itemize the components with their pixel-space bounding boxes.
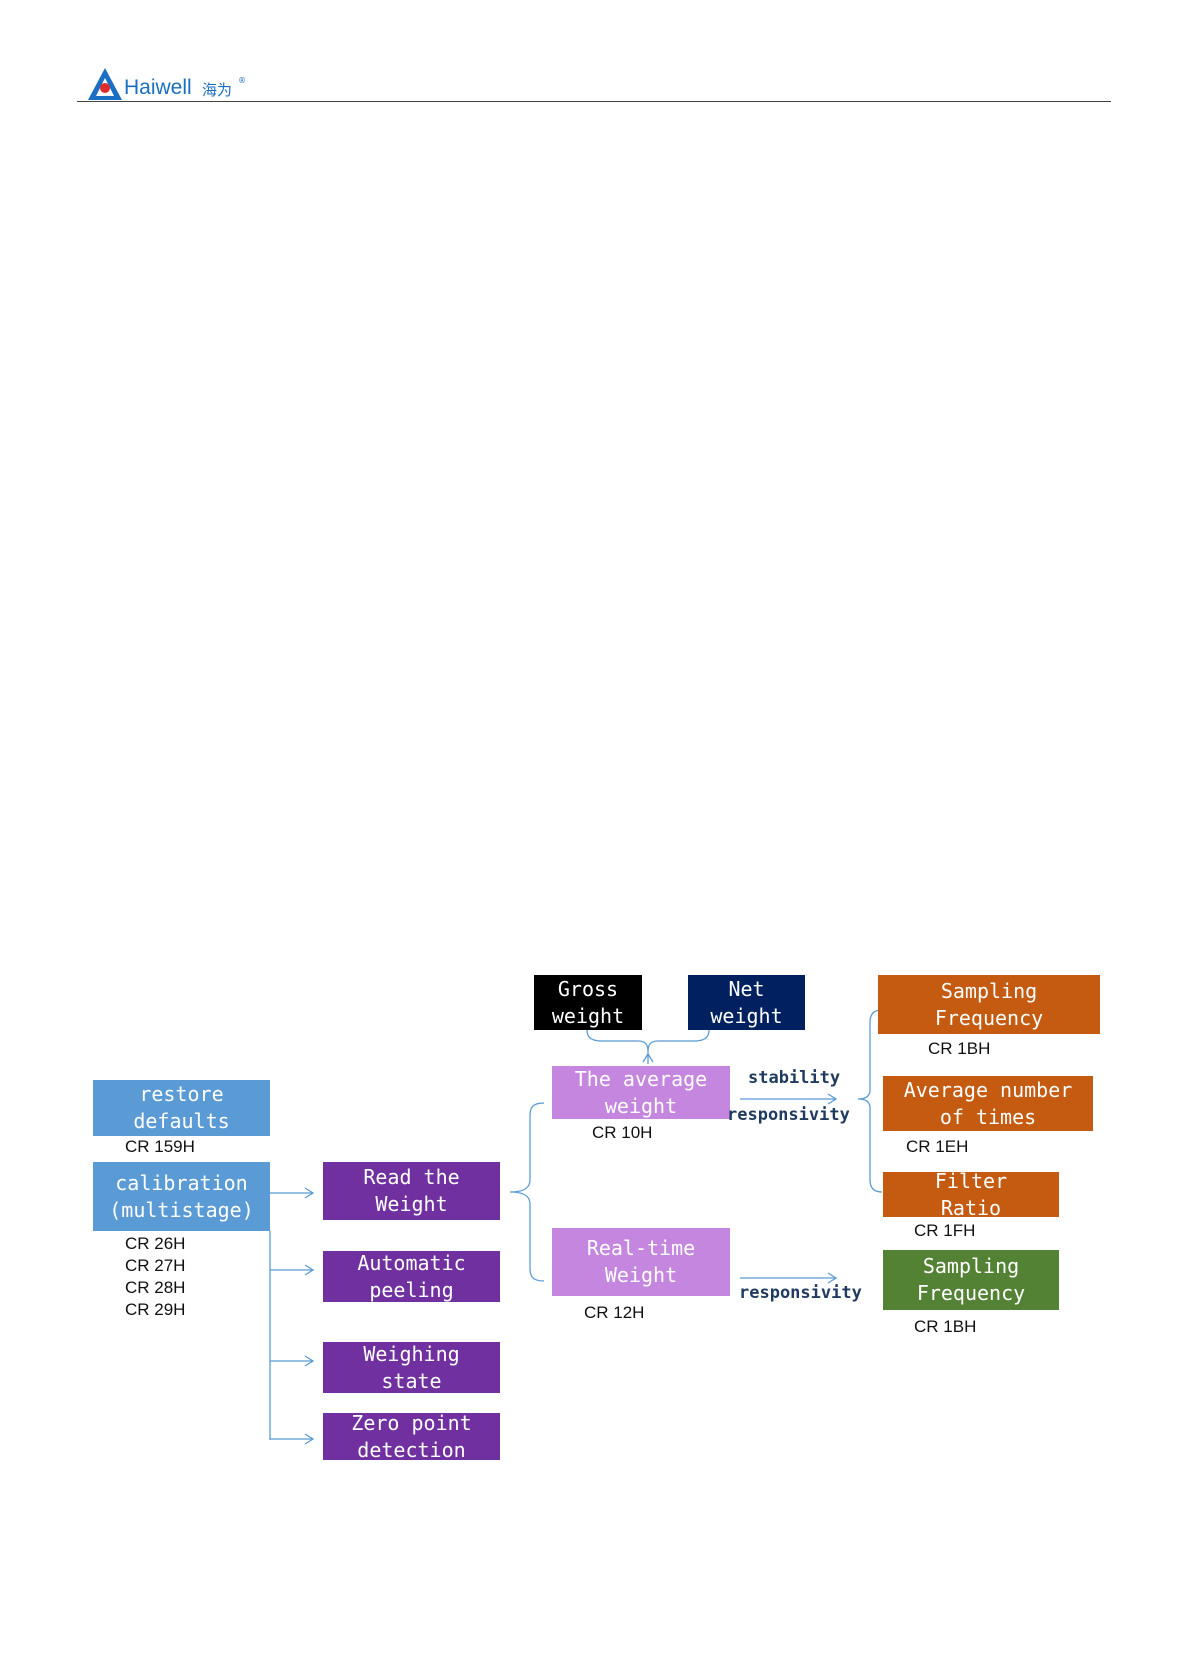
sampling-frequency-code-2: CR 1BH	[914, 1317, 977, 1336]
weighing-state-box: Weighing state	[323, 1342, 500, 1393]
haiwell-logo: Haiwell 海为 ®	[88, 68, 258, 102]
average-times-box: Average number of times	[883, 1076, 1093, 1131]
read-weight-box: Read the Weight	[323, 1162, 500, 1220]
registered-mark: ®	[238, 76, 246, 85]
net-weight-box: Net weight	[688, 975, 805, 1030]
header-divider	[77, 101, 1111, 102]
sampling-frequency-box-2: Sampling Frequency	[883, 1250, 1059, 1310]
zero-point-detection-box: Zero point detection	[323, 1413, 500, 1460]
arrow-head-average-weight	[642, 1052, 654, 1063]
brace-gross-net	[586, 1029, 710, 1053]
average-weight-code: CR 10H	[592, 1123, 653, 1142]
arrow-head-automatic-peeling	[304, 1264, 315, 1276]
filter-ratio-box: Filter Ratio	[883, 1172, 1059, 1217]
brace-orange	[857, 1009, 883, 1193]
sampling-frequency-box-1: Sampling Frequency	[878, 975, 1100, 1034]
brace-read-weight	[509, 1102, 545, 1282]
automatic-peeling-box: Automatic peeling	[323, 1251, 500, 1302]
sampling-frequency-code-1: CR 1BH	[928, 1039, 991, 1058]
average-weight-box: The average weight	[552, 1066, 730, 1119]
arrow-head-zero-point	[304, 1433, 315, 1445]
brand-name-cn: 海为	[202, 81, 233, 99]
arrow-head-read-weight	[304, 1187, 315, 1199]
haiwell-logo-icon	[88, 68, 122, 100]
arrow-head-responsivity	[827, 1272, 838, 1284]
edge-label-responsivity-2: responsivity	[739, 1283, 862, 1303]
filter-ratio-code: CR 1FH	[914, 1221, 976, 1240]
realtime-weight-code: CR 12H	[584, 1303, 645, 1322]
arrow-head-weighing-state	[304, 1355, 315, 1367]
gross-weight-box: Gross weight	[534, 975, 642, 1030]
realtime-weight-box: Real-time Weight	[552, 1228, 730, 1296]
edge-label-stability: stability	[748, 1068, 841, 1088]
edge-label-responsivity-1: responsivity	[727, 1105, 850, 1125]
calibration-box: calibration (multistage)	[93, 1162, 270, 1231]
restore-defaults-code: CR 159H	[125, 1137, 195, 1156]
restore-defaults-box: restore defaults	[93, 1080, 270, 1136]
brand-name: Haiwell	[124, 76, 192, 99]
calibration-codes: CR 26H CR 27H CR 28H CR 29H	[125, 1234, 186, 1319]
arrow-head-stability	[827, 1093, 838, 1105]
average-times-code: CR 1EH	[906, 1137, 969, 1156]
